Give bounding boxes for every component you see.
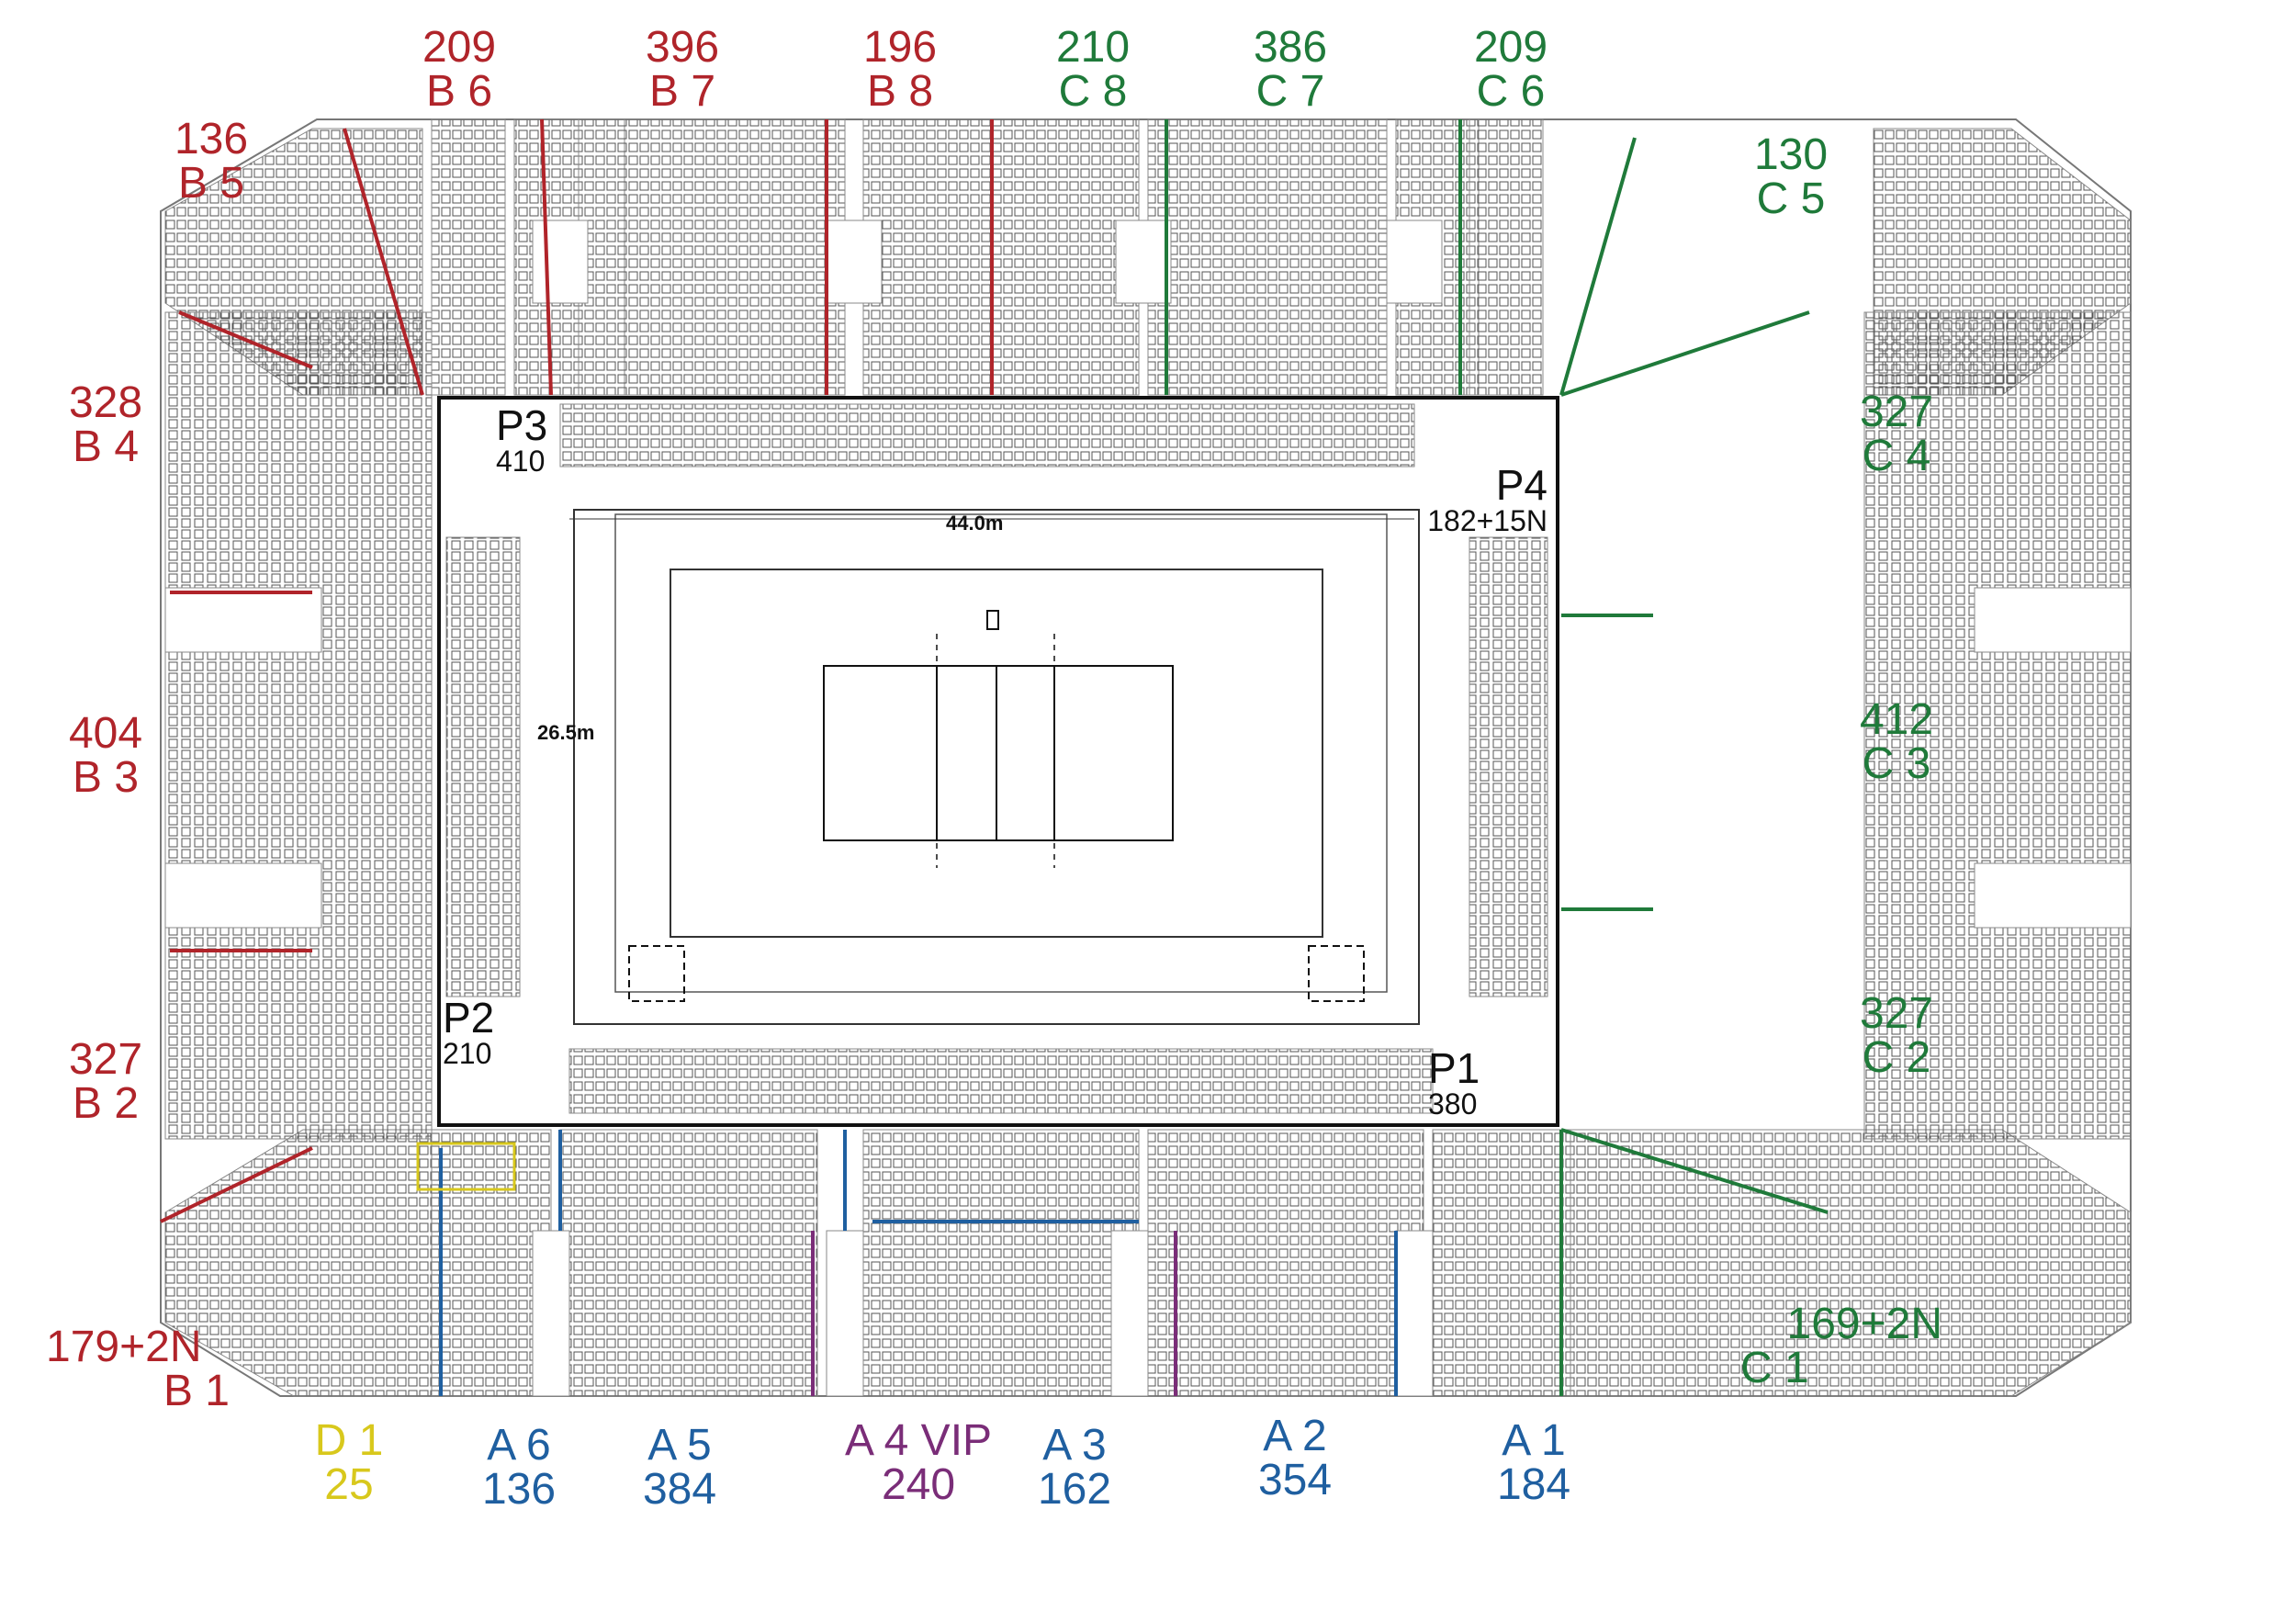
- platform-p4-name: P4: [1495, 461, 1548, 509]
- platform-p1-count: 380: [1428, 1087, 1478, 1121]
- section-c2-label: 327 C 2: [1837, 992, 1956, 1080]
- platform-p1-label: P1 380: [1428, 1047, 1480, 1119]
- p2-seats: [445, 536, 521, 997]
- section-a4-name: A 4 VIP: [844, 1416, 993, 1465]
- warmup-area-right: [1308, 945, 1365, 1002]
- section-b1-name: B 1: [163, 1367, 230, 1415]
- section-b2-name: B 2: [72, 1079, 140, 1128]
- section-b3-name: B 3: [72, 753, 140, 802]
- section-b2-count: 327: [68, 1035, 143, 1084]
- section-b6-name: B 6: [425, 67, 493, 116]
- arena-outline: [160, 118, 2132, 1397]
- court-height-label: 26.5m: [537, 721, 595, 744]
- section-b4-count: 328: [68, 378, 143, 427]
- section-a1-label: A 1 184: [1474, 1419, 1593, 1507]
- section-c8-name: C 8: [1058, 67, 1128, 116]
- section-c2-name: C 2: [1862, 1033, 1931, 1082]
- p3-seats: [559, 403, 1415, 467]
- section-a1-name: A 1: [1502, 1416, 1566, 1465]
- referee-stand: [986, 610, 999, 630]
- court-inner-border: [614, 513, 1388, 993]
- section-b7-count: 396: [645, 23, 720, 72]
- section-c7-name: C 7: [1255, 67, 1325, 116]
- section-c5-name: C 5: [1756, 175, 1826, 223]
- section-c1-label: 169+2N C 1: [1740, 1302, 1942, 1391]
- section-a2-name: A 2: [1263, 1412, 1327, 1460]
- section-a5-label: A 5 384: [625, 1424, 735, 1512]
- section-a6-label: A 6 136: [464, 1424, 574, 1512]
- section-a3-count: 162: [1037, 1465, 1112, 1514]
- section-b1-label: 179+2N B 1: [46, 1325, 230, 1414]
- platform-p2-name: P2: [443, 994, 495, 1042]
- section-c7-count: 386: [1253, 23, 1328, 72]
- platform-p3-label: P3 410: [496, 404, 547, 476]
- p4-seats: [1469, 536, 1548, 997]
- section-b5-label: 136 B 5: [156, 118, 266, 206]
- section-a5-count: 384: [642, 1465, 717, 1514]
- section-b5-name: B 5: [177, 159, 245, 208]
- section-a3-name: A 3: [1042, 1421, 1107, 1470]
- section-a6-name: A 6: [487, 1421, 551, 1470]
- platform-p4-count: 182+15N: [1427, 504, 1548, 537]
- section-b6-label: 209 B 6: [404, 26, 514, 114]
- volleyball-court: [823, 665, 1174, 841]
- p1-seats: [568, 1048, 1434, 1114]
- court-free-zone: [670, 569, 1323, 938]
- section-a5-name: A 5: [647, 1421, 712, 1470]
- section-b3-count: 404: [68, 709, 143, 758]
- section-a6-count: 136: [481, 1465, 557, 1514]
- section-c6-count: 209: [1473, 23, 1548, 72]
- section-c3-count: 412: [1859, 695, 1934, 744]
- section-a3-label: A 3 162: [1019, 1424, 1130, 1512]
- section-dividers: [160, 118, 1829, 1396]
- section-c5-label: 130 C 5: [1727, 133, 1855, 221]
- section-c7-label: 386 C 7: [1235, 26, 1345, 114]
- section-c6-label: 209 C 6: [1456, 26, 1566, 114]
- section-c4-count: 327: [1859, 388, 1934, 436]
- section-b7-name: B 7: [648, 67, 716, 116]
- section-a4-label: A 4 VIP 240: [827, 1419, 1010, 1507]
- section-d1-label: D 1 25: [298, 1419, 400, 1507]
- platform-p2-label: P2 210: [443, 997, 494, 1068]
- section-b8-count: 196: [862, 23, 938, 72]
- section-d1-count: 25: [324, 1460, 374, 1509]
- section-b4-label: 328 B 4: [51, 381, 161, 469]
- section-d1-name: D 1: [314, 1416, 384, 1465]
- east-stand: [1459, 311, 2132, 1140]
- section-a2-count: 354: [1257, 1456, 1333, 1504]
- section-b6-count: 209: [422, 23, 497, 72]
- platform-p3-count: 410: [496, 445, 546, 478]
- section-c2-count: 327: [1859, 989, 1934, 1038]
- aisles: [164, 220, 2132, 1397]
- section-a2-label: A 2 354: [1235, 1414, 1355, 1503]
- section-c4-name: C 4: [1862, 432, 1931, 480]
- section-b5-count: 136: [174, 115, 249, 163]
- section-a1-count: 184: [1496, 1460, 1571, 1509]
- section-b2-label: 327 B 2: [51, 1038, 161, 1126]
- section-c5-count: 130: [1753, 130, 1829, 179]
- platform-p2-count: 210: [443, 1037, 492, 1070]
- warmup-area-left: [628, 945, 685, 1002]
- section-c8-count: 210: [1055, 23, 1131, 72]
- section-b3-label: 404 B 3: [51, 712, 161, 800]
- section-c4-label: 327 C 4: [1837, 390, 1956, 479]
- section-a4-count: 240: [881, 1460, 956, 1509]
- section-c3-label: 412 C 3: [1837, 698, 1956, 786]
- section-c3-name: C 3: [1862, 739, 1931, 788]
- platform-p4-label: P4 182+15N: [1410, 464, 1548, 535]
- section-b8-name: B 8: [866, 67, 934, 116]
- section-b7-label: 396 B 7: [627, 26, 737, 114]
- section-c1-count: 169+2N: [1786, 1300, 1942, 1348]
- section-b4-name: B 4: [72, 422, 140, 471]
- section-b1-count: 179+2N: [46, 1323, 202, 1371]
- section-c1-name: C 1: [1740, 1344, 1809, 1392]
- section-c8-label: 210 C 8: [1038, 26, 1148, 114]
- section-c6-name: C 6: [1476, 67, 1546, 116]
- court-width-label: 44.0m: [946, 512, 1004, 535]
- section-b8-label: 196 B 8: [845, 26, 955, 114]
- platform-p1-name: P1: [1428, 1044, 1480, 1092]
- platform-p3-name: P3: [496, 401, 548, 449]
